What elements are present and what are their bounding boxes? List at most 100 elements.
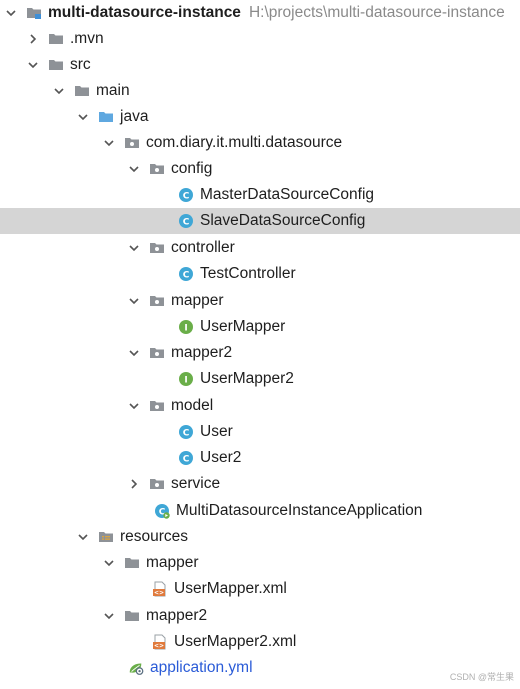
class-icon: C — [178, 450, 194, 466]
watermark: CSDN @常生果 — [449, 672, 514, 682]
package-icon — [149, 398, 165, 414]
tree-row-user-mapper-xml[interactable]: <> UserMapper.xml — [0, 576, 520, 602]
tree-row-package[interactable]: com.diary.it.multi.datasource — [0, 130, 520, 156]
tree-row-res-mapper2[interactable]: mapper2 — [0, 603, 520, 629]
tree-label-slave-config: SlaveDataSourceConfig — [200, 212, 366, 229]
class-icon: C — [178, 424, 194, 440]
chevron-down-icon[interactable] — [102, 556, 116, 570]
folder-icon — [124, 555, 140, 571]
xml-file-icon: <> — [152, 581, 168, 597]
interface-icon: I — [178, 371, 194, 387]
chevron-down-icon[interactable] — [76, 530, 90, 544]
tree-row-res-mapper[interactable]: mapper — [0, 550, 520, 576]
project-name: multi-datasource-instance — [48, 4, 241, 21]
interface-icon: I — [178, 319, 194, 335]
chevron-down-icon[interactable] — [127, 346, 141, 360]
tree-row-user-mapper2[interactable]: I UserMapper2 — [0, 366, 520, 392]
tree-row-mapper2[interactable]: mapper2 — [0, 340, 520, 366]
svg-text:<>: <> — [154, 590, 164, 597]
tree-row-main[interactable]: main — [0, 78, 520, 104]
tree-label-service: service — [171, 475, 221, 492]
tree-row-application-yml[interactable]: application.yml — [0, 655, 520, 681]
tree-label-model: model — [171, 397, 214, 414]
tree-row-controller[interactable]: controller — [0, 235, 520, 261]
package-icon — [149, 345, 165, 361]
folder-icon — [124, 608, 140, 624]
package-icon — [149, 293, 165, 309]
package-icon — [149, 240, 165, 256]
tree-label-config: config — [171, 160, 213, 177]
tree-row-user2[interactable]: C User2 — [0, 445, 520, 471]
tree-label-user2: User2 — [200, 449, 242, 466]
class-icon: C — [178, 213, 194, 229]
chevron-right-icon[interactable] — [26, 32, 40, 46]
tree-label-mapper2: mapper2 — [171, 344, 233, 361]
spring-boot-class-icon: C — [154, 503, 170, 519]
tree-row-test-controller[interactable]: C TestController — [0, 261, 520, 287]
svg-text:C: C — [159, 508, 166, 518]
package-icon — [149, 476, 165, 492]
tree-row-java[interactable]: java — [0, 104, 520, 130]
folder-icon — [48, 31, 64, 47]
tree-label-application-class: MultiDatasourceInstanceApplication — [176, 502, 423, 519]
svg-text:C: C — [183, 429, 190, 439]
chevron-down-icon[interactable] — [76, 110, 90, 124]
tree-label-master-config: MasterDataSourceConfig — [200, 186, 375, 203]
tree-row-user[interactable]: C User — [0, 419, 520, 445]
tree-label-user-mapper2: UserMapper2 — [200, 370, 294, 387]
resources-folder-icon — [98, 529, 114, 545]
tree-row-user-mapper[interactable]: I UserMapper — [0, 314, 520, 340]
tree-row-project-root[interactable]: multi-datasource-instance H:\projects\mu… — [0, 0, 520, 26]
tree-label-resources: resources — [120, 528, 189, 545]
chevron-down-icon[interactable] — [127, 294, 141, 308]
package-icon — [124, 135, 140, 151]
chevron-down-icon[interactable] — [102, 136, 116, 150]
chevron-down-icon[interactable] — [102, 609, 116, 623]
tree-label-res-mapper: mapper — [146, 554, 199, 571]
svg-text:C: C — [183, 455, 190, 465]
tree-label-user: User — [200, 423, 233, 440]
svg-text:I: I — [184, 376, 187, 386]
svg-text:C: C — [183, 271, 190, 281]
chevron-down-icon[interactable] — [26, 58, 40, 72]
tree-label-user-mapper2-xml: UserMapper2.xml — [174, 633, 297, 650]
folder-icon — [48, 57, 64, 73]
spring-config-file-icon — [128, 660, 144, 676]
project-path: H:\projects\multi-datasource-instance — [248, 4, 505, 21]
tree-row-service[interactable]: service — [0, 471, 520, 497]
tree-label-controller: controller — [171, 239, 235, 256]
xml-file-icon: <> — [152, 634, 168, 650]
chevron-down-icon[interactable] — [127, 241, 141, 255]
tree-row-model[interactable]: model — [0, 393, 520, 419]
tree-row-slave-config[interactable]: C SlaveDataSourceConfig — [0, 208, 520, 234]
tree-row-config[interactable]: config — [0, 156, 520, 182]
chevron-down-icon[interactable] — [4, 6, 18, 20]
chevron-right-icon[interactable] — [127, 477, 141, 491]
tree-label-java: java — [120, 108, 149, 125]
chevron-down-icon[interactable] — [52, 84, 66, 98]
tree-row-application-class[interactable]: C MultiDatasourceInstanceApplication — [0, 498, 520, 524]
source-folder-icon — [98, 109, 114, 125]
tree-label-mapper: mapper — [171, 292, 224, 309]
package-icon — [149, 161, 165, 177]
tree-label-user-mapper: UserMapper — [200, 318, 286, 335]
svg-text:C: C — [183, 218, 190, 228]
tree-label-test-controller: TestController — [200, 265, 296, 282]
class-icon: C — [178, 266, 194, 282]
tree-row-mvn[interactable]: .mvn — [0, 26, 520, 52]
tree-row-mapper[interactable]: mapper — [0, 288, 520, 314]
tree-row-resources[interactable]: resources — [0, 524, 520, 550]
tree-label-package: com.diary.it.multi.datasource — [146, 134, 343, 151]
tree-label-res-mapper2: mapper2 — [146, 607, 208, 624]
chevron-down-icon[interactable] — [127, 162, 141, 176]
tree-label-application-yml: application.yml — [150, 659, 253, 676]
tree-row-user-mapper2-xml[interactable]: <> UserMapper2.xml — [0, 629, 520, 655]
chevron-down-icon[interactable] — [127, 399, 141, 413]
tree-row-master-config[interactable]: C MasterDataSourceConfig — [0, 182, 520, 208]
svg-text:C: C — [183, 192, 190, 202]
folder-icon — [74, 83, 90, 99]
module-folder-icon — [26, 5, 42, 21]
tree-row-src[interactable]: src — [0, 52, 520, 78]
svg-text:<>: <> — [154, 643, 164, 650]
svg-text:I: I — [184, 324, 187, 334]
